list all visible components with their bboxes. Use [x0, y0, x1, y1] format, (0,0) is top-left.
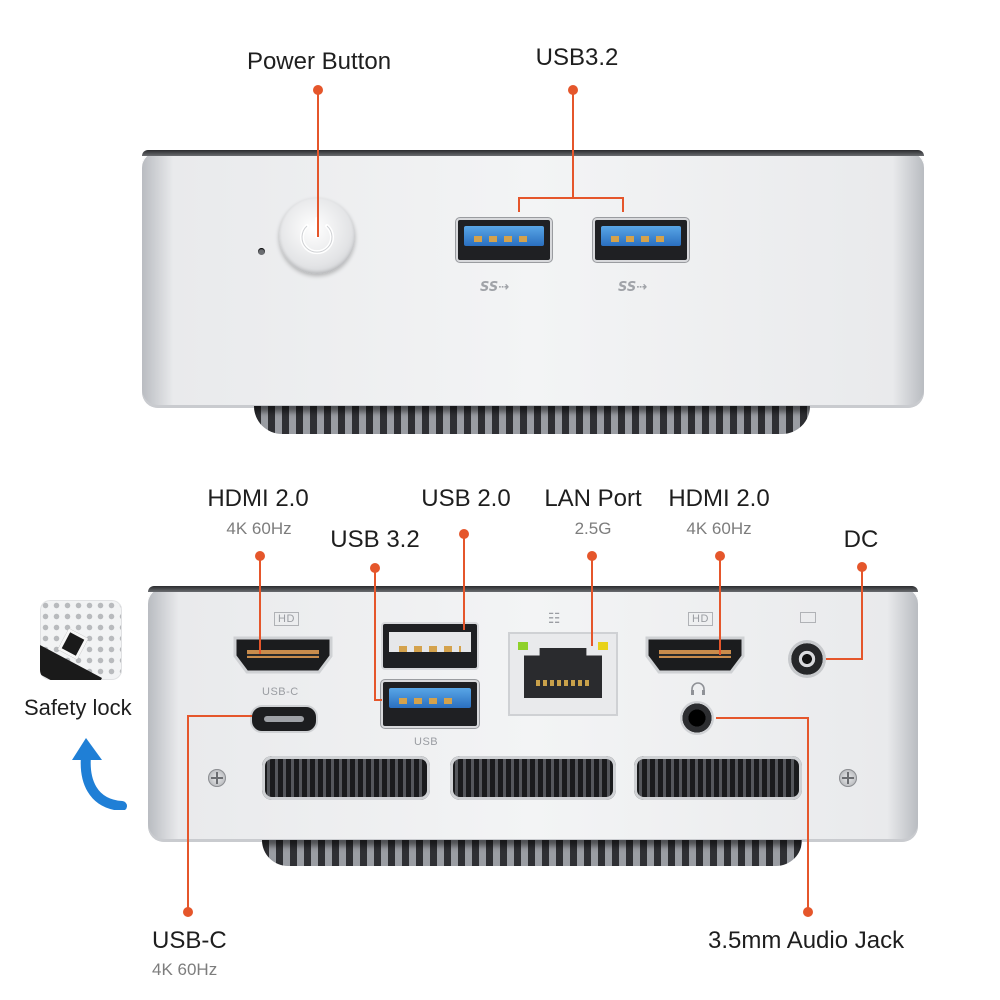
front-vent-feet — [254, 406, 810, 434]
hdmi-right-sub: 4K 60Hz — [686, 519, 752, 538]
audio-jack-label: 3.5mm Audio Jack — [708, 927, 905, 954]
lan-port[interactable] — [508, 632, 618, 716]
usbc-port[interactable] — [250, 705, 318, 733]
usbc-label: USB-C — [152, 927, 227, 954]
dc-icon — [800, 612, 816, 623]
rear-vent-right — [634, 756, 802, 800]
audio-jack[interactable] — [680, 701, 714, 735]
safety-lock-label: Safety lock — [24, 695, 132, 720]
usbc-sub: 4K 60Hz — [152, 960, 218, 979]
usb32-top-label: USB3.2 — [535, 44, 619, 71]
hdmi-left-label: HDMI 2.0 — [207, 485, 309, 512]
hdmi-left-sub: 4K 60Hz — [226, 519, 292, 538]
lan-label: LAN Port — [544, 485, 642, 512]
usb20-port[interactable] — [381, 622, 479, 670]
usb-superspeed-icon: SS⇢ — [480, 280, 510, 295]
rear-vent-left — [262, 756, 430, 800]
mini-pc-front-view — [142, 150, 924, 408]
usb20-label: USB 2.0 — [421, 485, 511, 512]
dc-port[interactable] — [788, 640, 826, 678]
hdmi-right-mark: HD — [688, 612, 713, 626]
rear-vent-center — [450, 756, 616, 800]
lan-sub: 2.5G — [574, 519, 612, 538]
power-button-label: Power Button — [246, 48, 392, 75]
power-led — [258, 248, 265, 255]
usb32-rear-label: USB 3.2 — [330, 526, 420, 553]
safety-lock-image — [40, 600, 122, 680]
dc-label: DC — [843, 526, 879, 553]
screw-left — [208, 769, 226, 787]
usbc-mark: USB-C — [262, 686, 299, 698]
usb32-port-2[interactable] — [593, 218, 689, 262]
usb32-port-1[interactable] — [456, 218, 552, 262]
headphone-icon — [691, 682, 705, 695]
hdmi-left-mark: HD — [274, 612, 299, 626]
hdmi-right-label: HDMI 2.0 — [668, 485, 770, 512]
screw-right — [839, 769, 857, 787]
usb-superspeed-icon: SS⇢ — [618, 280, 648, 295]
usb-mark: USB — [414, 736, 439, 748]
rear-vent-feet — [262, 840, 802, 866]
lan-network-icon: ☷ — [548, 610, 562, 626]
usb32-rear-port[interactable] — [381, 680, 479, 728]
curved-up-arrow-icon — [72, 738, 127, 810]
